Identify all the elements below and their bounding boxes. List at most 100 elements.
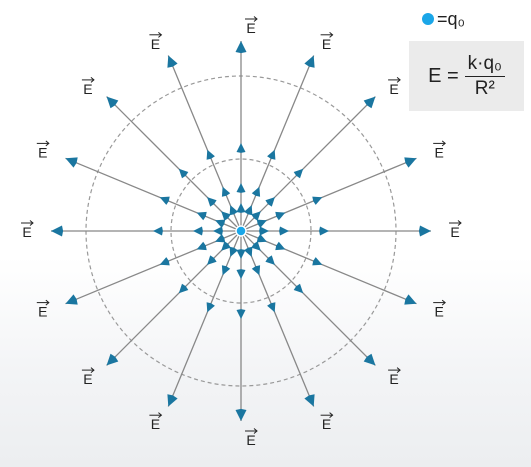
formula-lhs: E = bbox=[428, 64, 459, 87]
e-vector-label-8: E bbox=[245, 428, 258, 448]
formula-numerator: k·q₀ bbox=[464, 53, 505, 77]
field-line-14 bbox=[106, 96, 242, 232]
field-line-3 bbox=[240, 157, 417, 232]
field-arrow-6-3 bbox=[363, 353, 376, 366]
e-vector-text-15: E bbox=[151, 36, 160, 52]
field-arrow-0-1 bbox=[236, 183, 246, 193]
e-vector-text-2: E bbox=[389, 81, 398, 97]
field-line-2 bbox=[240, 96, 376, 232]
field-formula: E = k·q₀ R² bbox=[409, 41, 524, 111]
formula-fraction: k·q₀ R² bbox=[464, 53, 505, 100]
field-arrow-13-0 bbox=[215, 219, 226, 228]
formula-box: E = k·q₀ R² bbox=[409, 41, 524, 111]
e-vector-label-3: E bbox=[433, 140, 446, 160]
field-arrow-10-1 bbox=[207, 255, 217, 265]
e-vector-text-7: E bbox=[322, 416, 331, 432]
field-arrow-10-2 bbox=[178, 283, 189, 294]
field-arrow-6-0 bbox=[251, 241, 261, 251]
field-arrow-1-2 bbox=[267, 149, 276, 160]
field-arrow-5-2 bbox=[312, 257, 323, 266]
field-arrow-2-1 bbox=[265, 197, 275, 207]
field-arrow-8-2 bbox=[236, 309, 246, 319]
e-vector-tip-10 bbox=[90, 367, 95, 373]
e-vector-tip-12 bbox=[29, 220, 34, 226]
e-vector-tip-6 bbox=[396, 367, 401, 373]
field-arrow-13-3 bbox=[65, 157, 78, 168]
e-vector-tip-2 bbox=[396, 77, 401, 83]
e-vector-text-8: E bbox=[246, 432, 255, 448]
field-arrow-8-0 bbox=[236, 249, 246, 259]
e-vector-tip-15 bbox=[158, 31, 163, 38]
field-arrow-8-1 bbox=[236, 269, 246, 279]
field-line-1 bbox=[240, 55, 315, 232]
field-arrow-5-3 bbox=[404, 294, 417, 305]
e-vector-text-11: E bbox=[38, 304, 47, 320]
e-vector-text-4: E bbox=[450, 224, 459, 240]
field-arrow-3-2 bbox=[312, 196, 323, 205]
field-line-13 bbox=[65, 157, 242, 232]
field-arrow-2-3 bbox=[363, 96, 376, 109]
field-arrow-6-2 bbox=[293, 283, 304, 294]
field-arrow-5-1 bbox=[275, 241, 286, 251]
e-vector-tip-11 bbox=[45, 299, 50, 306]
field-arrow-12-3 bbox=[51, 225, 64, 237]
field-arrow-13-2 bbox=[159, 196, 170, 205]
field-arrow-8-3 bbox=[235, 408, 247, 421]
field-arrow-0-2 bbox=[236, 143, 246, 153]
field-arrow-12-2 bbox=[153, 226, 163, 236]
e-vector-label-14: E bbox=[81, 77, 95, 97]
e-vector-text-1: E bbox=[322, 36, 331, 52]
e-vector-tip-4 bbox=[457, 220, 462, 226]
field-arrow-11-1 bbox=[196, 241, 207, 251]
e-vector-label-10: E bbox=[81, 367, 95, 387]
field-arrow-7-2 bbox=[267, 302, 276, 313]
field-arrow-11-3 bbox=[65, 294, 78, 305]
field-arrow-12-0 bbox=[213, 226, 223, 236]
e-vector-label-2: E bbox=[388, 77, 401, 97]
field-line-9 bbox=[167, 230, 242, 407]
field-arrow-11-0 bbox=[215, 234, 226, 243]
e-vector-label-12: E bbox=[21, 220, 34, 240]
legend-label: =q₀ bbox=[437, 8, 465, 29]
field-arrow-9-1 bbox=[221, 265, 231, 276]
charge-legend: =q₀ bbox=[422, 6, 465, 32]
e-vector-tip-9 bbox=[158, 412, 163, 419]
field-arrow-4-3 bbox=[418, 225, 431, 237]
field-arrow-11-2 bbox=[159, 257, 170, 266]
field-arrow-14-0 bbox=[221, 211, 231, 221]
e-vector-text-3: E bbox=[435, 144, 444, 160]
field-arrow-7-1 bbox=[251, 265, 261, 276]
field-arrow-4-1 bbox=[279, 226, 289, 236]
field-arrow-2-2 bbox=[293, 168, 304, 179]
field-arrow-9-0 bbox=[229, 246, 238, 257]
field-arrow-6-1 bbox=[265, 255, 275, 265]
e-vector-tip-3 bbox=[441, 140, 446, 147]
e-vector-tip-8 bbox=[253, 428, 258, 434]
field-arrow-0-3 bbox=[235, 41, 247, 54]
field-arrow-3-3 bbox=[404, 157, 417, 168]
field-line-5 bbox=[240, 230, 417, 305]
e-vector-label-6: E bbox=[388, 367, 401, 387]
e-vector-label-4: E bbox=[449, 220, 462, 240]
field-line-10 bbox=[106, 230, 242, 366]
e-vector-tip-14 bbox=[90, 77, 95, 83]
e-vector-tip-0 bbox=[253, 16, 258, 22]
field-arrow-4-0 bbox=[259, 226, 269, 236]
e-vector-tip-1 bbox=[329, 31, 334, 38]
e-vector-text-5: E bbox=[435, 304, 444, 320]
field-line-7 bbox=[240, 230, 315, 407]
field-line-6 bbox=[240, 230, 376, 366]
e-vector-text-13: E bbox=[38, 144, 47, 160]
field-arrow-10-3 bbox=[106, 353, 119, 366]
field-arrow-1-1 bbox=[251, 186, 261, 197]
point-charge bbox=[235, 225, 247, 237]
field-arrow-2-0 bbox=[251, 211, 261, 221]
e-vector-text-14: E bbox=[83, 81, 92, 97]
field-arrow-0-0 bbox=[236, 203, 246, 213]
e-vector-label-11: E bbox=[36, 299, 50, 320]
field-arrow-15-0 bbox=[229, 205, 238, 216]
field-arrow-3-0 bbox=[256, 219, 267, 228]
field-arrow-9-2 bbox=[206, 302, 215, 313]
field-arrow-12-1 bbox=[193, 226, 203, 236]
